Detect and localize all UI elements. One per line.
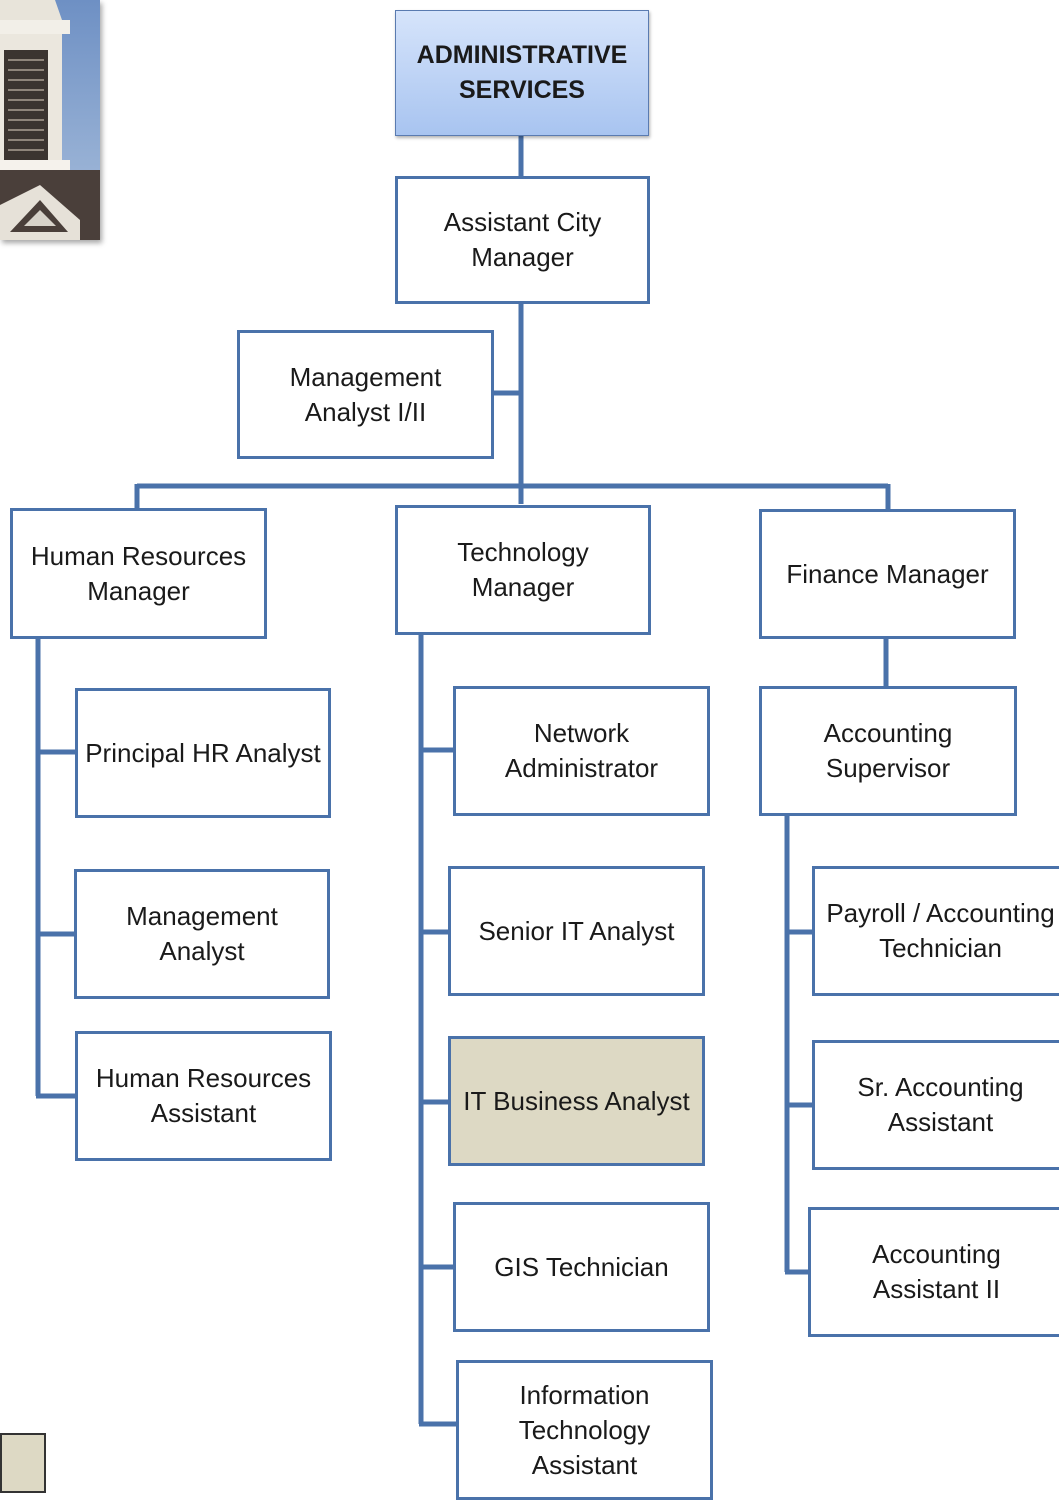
- gis-technician-label: GIS Technician: [494, 1251, 669, 1282]
- it-business-analyst-label: IT Business Analyst: [463, 1085, 690, 1116]
- administrative-services-title: ADMINISTRATIVE SERVICES: [416, 41, 628, 104]
- technology-manager-box: Technology Manager: [395, 505, 651, 635]
- hr-staff-box: Management Analyst: [74, 869, 330, 999]
- assistant-city-manager-box: Assistant City Manager: [395, 176, 650, 304]
- management-analyst-i-ii-box: Management Analyst I/II: [237, 330, 494, 459]
- legend-swatch: [0, 1433, 46, 1493]
- finance-staff-box: Payroll / Accounting Technician: [812, 866, 1059, 996]
- city-hall-photo: [0, 0, 100, 240]
- sr-accounting-assistant-label: Sr. Accounting Assistant: [857, 1072, 1024, 1137]
- finance-staff-box: Sr. Accounting Assistant: [812, 1040, 1059, 1170]
- management-analyst-i-ii-label: Management Analyst I/II: [289, 361, 442, 427]
- technology-staff-box: Information Technology Assistant: [456, 1360, 713, 1500]
- hr-staff-box: Principal HR Analyst: [75, 688, 331, 818]
- payroll-accounting-technician-label: Payroll / Accounting Technician: [826, 898, 1055, 963]
- assistant-city-manager-label: Assistant City Manager: [443, 207, 602, 272]
- technology-staff-box: GIS Technician: [453, 1202, 710, 1332]
- finance-manager-label: Finance Manager: [786, 558, 989, 589]
- human-resources-assistant-label: Human Resources Assistant: [95, 1063, 312, 1128]
- technology-staff-box-highlighted: IT Business Analyst: [448, 1036, 705, 1166]
- information-technology-assistant-label: Information Technology Assistant: [518, 1379, 651, 1480]
- accounting-supervisor-box: Accounting Supervisor: [759, 686, 1017, 816]
- technology-staff-box: Network Administrator: [453, 686, 710, 816]
- senior-it-analyst-label: Senior IT Analyst: [478, 915, 675, 946]
- accounting-assistant-ii-label: Accounting Assistant II: [872, 1239, 1001, 1304]
- human-resources-manager-label: Human Resources Manager: [30, 540, 247, 606]
- hr-staff-box: Human Resources Assistant: [75, 1031, 332, 1161]
- finance-staff-box: Accounting Assistant II: [808, 1207, 1059, 1337]
- technology-manager-label: Technology Manager: [457, 537, 589, 602]
- human-resources-manager-box: Human Resources Manager: [10, 508, 267, 639]
- technology-staff-box: Senior IT Analyst: [448, 866, 705, 996]
- finance-manager-box: Finance Manager: [759, 509, 1016, 639]
- network-administrator-label: Network Administrator: [504, 718, 659, 783]
- management-analyst-label: Management Analyst: [126, 901, 278, 966]
- principal-hr-analyst-label: Principal HR Analyst: [85, 737, 321, 768]
- accounting-supervisor-label: Accounting Supervisor: [823, 718, 953, 783]
- administrative-services-box: ADMINISTRATIVE SERVICES: [395, 10, 649, 136]
